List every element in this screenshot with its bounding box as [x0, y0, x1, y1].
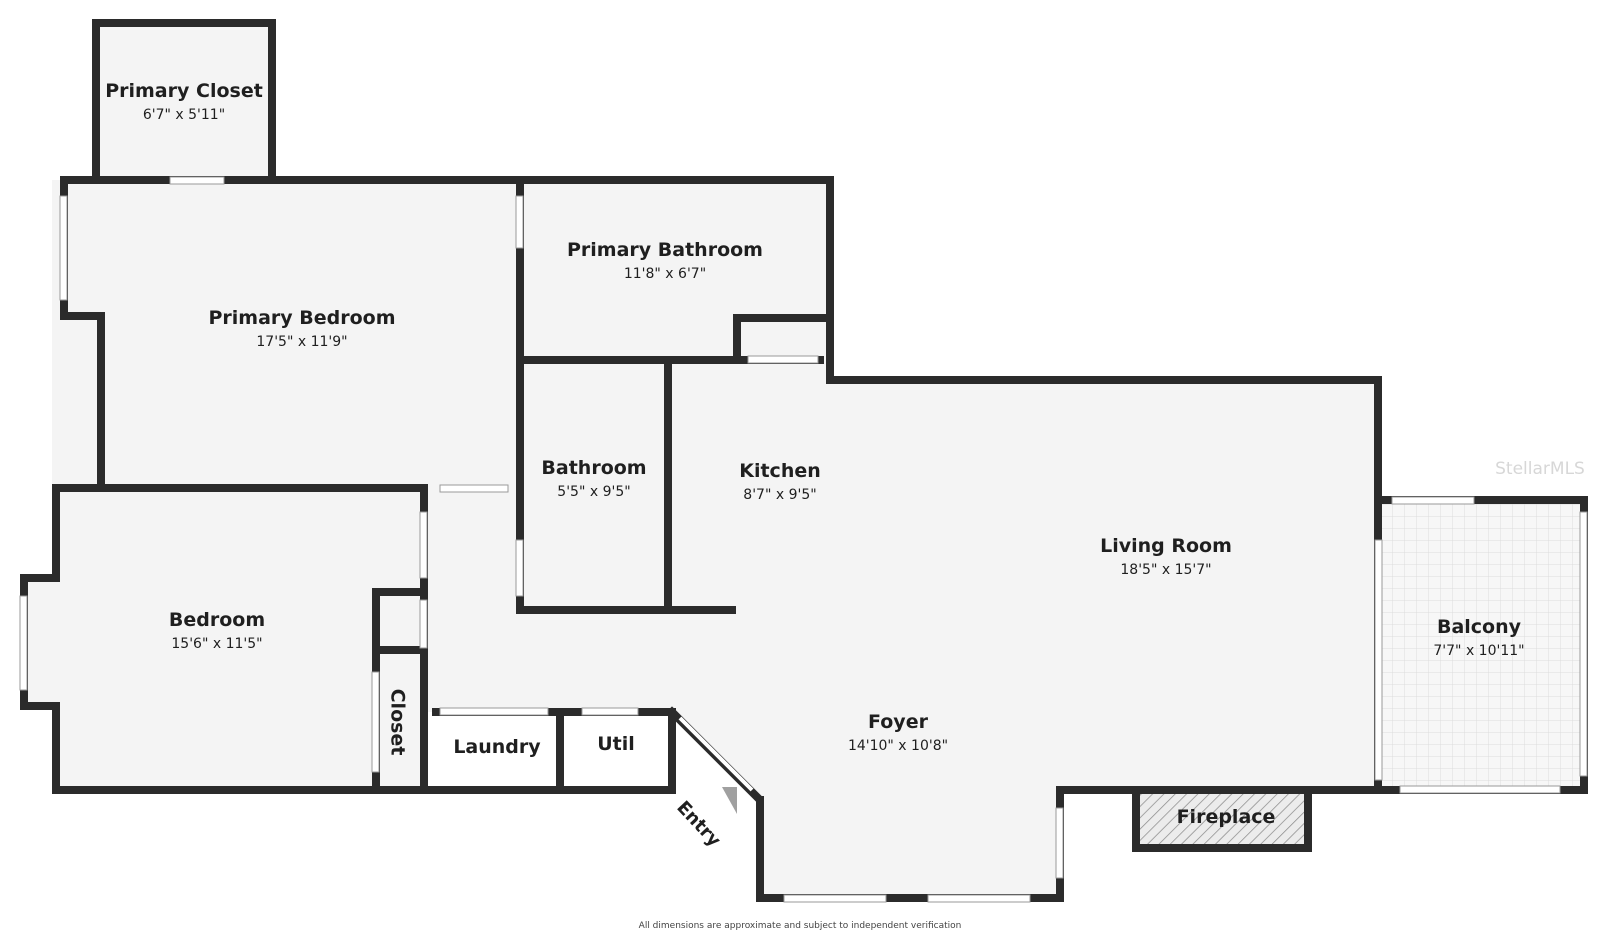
door-entry — [678, 716, 754, 792]
entry-arrow-icon — [722, 787, 737, 814]
window-foyer-bottom-right — [927, 894, 1031, 903]
door-balcony — [1374, 539, 1383, 781]
window-foyer-right — [1055, 807, 1064, 879]
floor-fills — [24, 23, 1584, 898]
door-primary-bathroom — [515, 195, 524, 249]
door-closet — [371, 671, 380, 773]
kitchen-dim: 8'7" x 9'5" — [743, 487, 816, 503]
living-room-dim: 18'5" x 15'7" — [1120, 562, 1211, 578]
bedroom-name: Bedroom — [169, 609, 265, 631]
watermark: StellarMLS — [1495, 459, 1585, 479]
door-primary-bedroom — [439, 484, 509, 493]
kitchen-name: Kitchen — [739, 460, 821, 482]
primary-bedroom-dim: 17'5" x 11'9" — [256, 334, 347, 350]
window-bedroom — [19, 595, 28, 691]
window-balcony-right — [1579, 511, 1588, 777]
entry-label: Entry — [672, 797, 725, 851]
door-laundry — [439, 707, 549, 716]
bathroom-dim: 5'5" x 9'5" — [557, 484, 630, 500]
primary-bathroom-name: Primary Bathroom — [567, 239, 763, 261]
primary-bathroom-dim: 11'8" x 6'7" — [624, 266, 706, 282]
bedroom-dim: 15'6" x 11'5" — [171, 636, 262, 652]
living-room-name: Living Room — [1100, 535, 1232, 557]
bathroom-name: Bathroom — [541, 457, 646, 479]
openings — [19, 176, 1588, 903]
door-util — [581, 707, 639, 716]
door-bathroom — [515, 539, 524, 597]
primary-closet-name: Primary Closet — [105, 80, 263, 102]
laundry-name: Laundry — [453, 736, 541, 758]
window-balcony-bottom — [1399, 785, 1561, 794]
foyer-name: Foyer — [868, 711, 929, 733]
door-bedroom-upper — [419, 511, 428, 579]
window-balcony-top — [1391, 496, 1475, 505]
footnote: All dimensions are approximate and subje… — [639, 921, 962, 931]
door-bedroom-lower — [419, 599, 428, 649]
window-primary-bedroom — [59, 195, 68, 301]
fireplace-name: Fireplace — [1177, 806, 1276, 828]
primary-bedroom-name: Primary Bedroom — [208, 307, 395, 329]
closet-name: Closet — [387, 689, 409, 756]
window-primary-closet-door — [169, 176, 225, 185]
window-foyer-bottom-left — [783, 894, 887, 903]
balcony-name: Balcony — [1437, 616, 1522, 638]
foyer-dim: 14'10" x 10'8" — [848, 738, 948, 754]
util-name: Util — [597, 733, 635, 755]
balcony-dim: 7'7" x 10'11" — [1433, 643, 1524, 659]
primary-closet-dim: 6'7" x 5'11" — [143, 107, 225, 123]
door-kitchen-pantry — [747, 355, 819, 364]
